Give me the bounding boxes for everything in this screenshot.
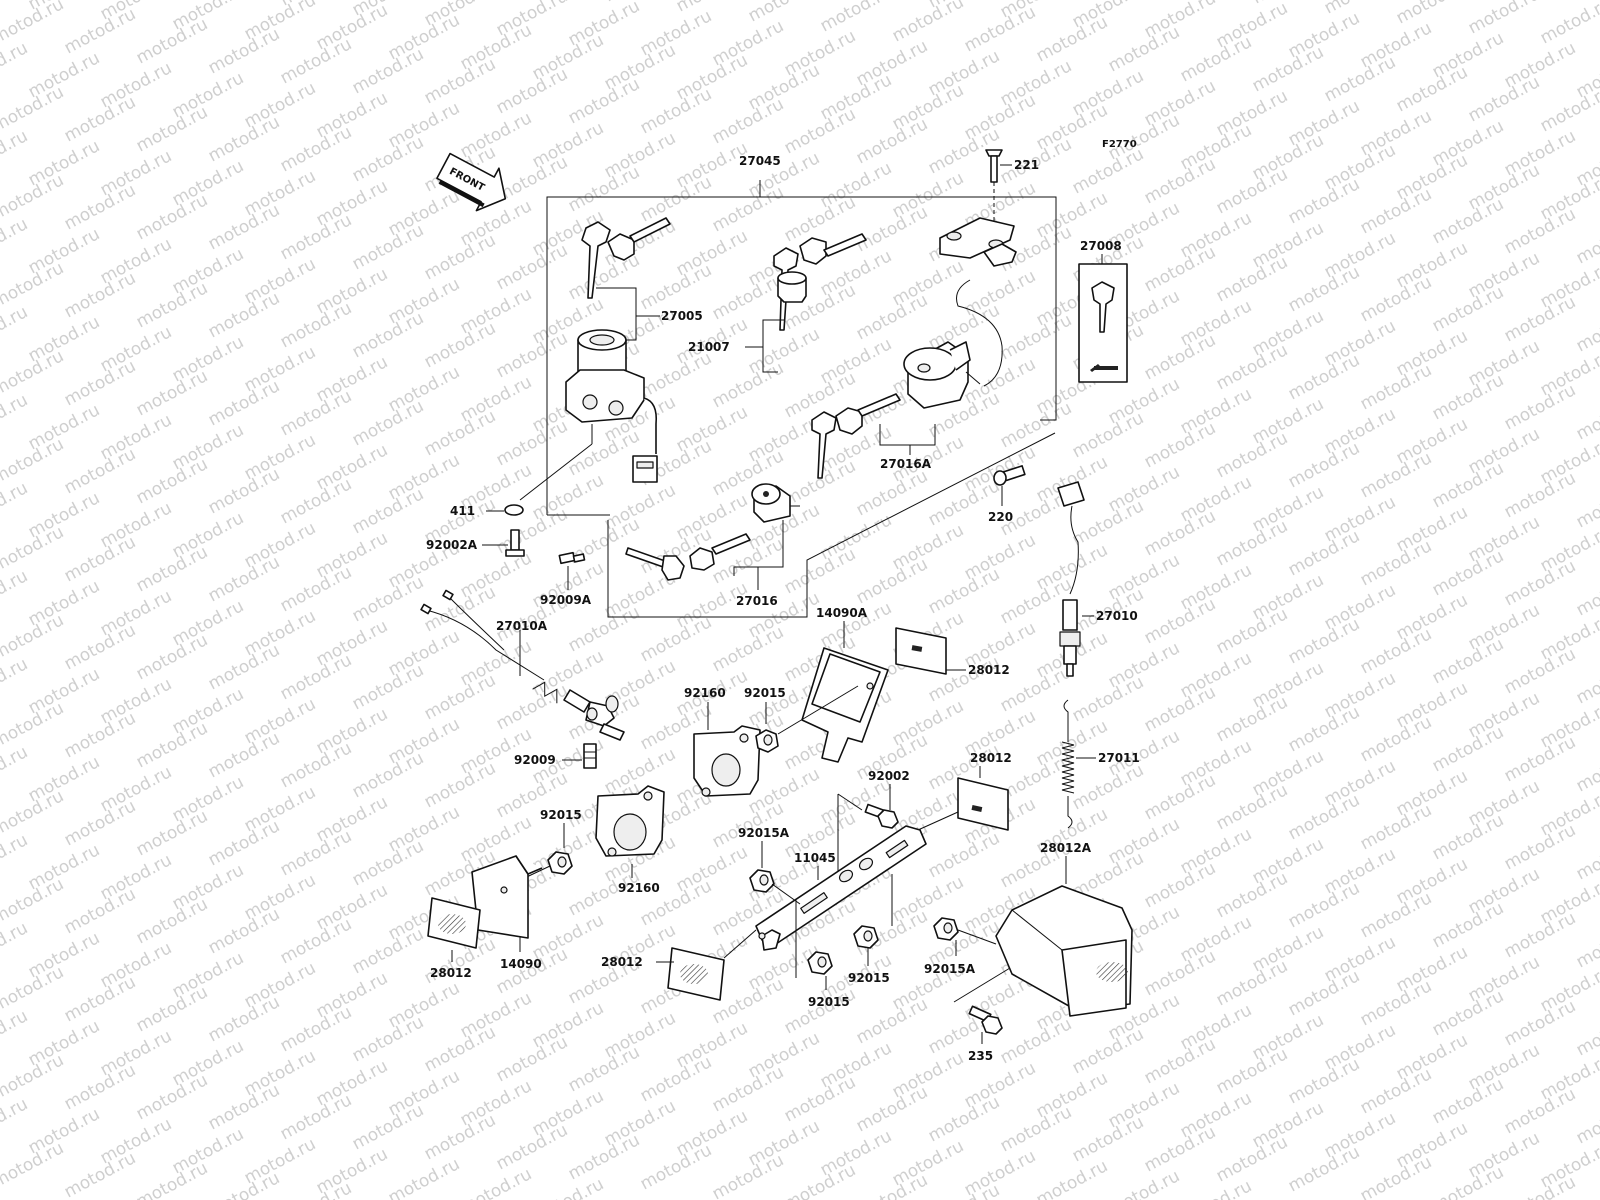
label-11045: 11045 [794,851,836,865]
screw-92009 [583,743,597,769]
label-28012-lower-left: 28012 [430,966,472,980]
label-27010: 27010 [1096,609,1138,623]
figure-code: F2770 [1102,139,1137,150]
bolt-92002A [505,529,525,557]
nut-92015-left [547,851,573,875]
label-92015-bottom-left: 92015 [808,995,850,1009]
label-28012-bottom: 28012 [601,955,643,969]
label-92160-lower: 92160 [618,881,660,895]
watermark-text: motod.ru [601,0,679,6]
watermark-text: motod.ru [1105,1166,1183,1200]
label-28012A: 28012A [1040,841,1092,855]
bracket-11045 [755,825,927,951]
gasket-92160-upper [693,725,761,797]
label-14090A: 14090A [816,606,868,620]
label-221: 221 [1014,158,1039,172]
cover-28012A [995,885,1133,1017]
label-220: 220 [988,510,1013,524]
bolt-92002 [864,803,899,829]
watermark-text: motod.ru [385,1154,463,1200]
helmet-lock [751,483,800,523]
label-235: 235 [968,1049,993,1063]
seat-lock-bracket [939,217,1017,387]
label-27016: 27016 [736,594,778,608]
screw-92009A [558,551,586,565]
label-28012-upper: 28012 [968,663,1010,677]
bolt-220 [993,465,1026,486]
label-92015-upper: 92015 [744,686,786,700]
plate-28012-lower-left [427,897,481,949]
label-92015A-right: 92015A [924,962,976,976]
nut-92015-bottom-right [853,925,879,949]
label-92015-left: 92015 [540,808,582,822]
watermark-text: motod.ru [745,0,823,26]
part-27016A-keys [811,393,901,479]
washer-411 [504,504,524,516]
watermark-text: motod.ru [1465,0,1543,38]
label-27045: 27045 [739,154,781,168]
label-92009: 92009 [514,753,556,767]
spring-27011 [1061,699,1075,829]
watermark-text: motod.ru [1033,1156,1111,1200]
seat-lock-cylinder [903,341,981,409]
nut-92015-upper [755,729,779,753]
label-27010A: 27010A [496,619,548,633]
switch-27010 [1057,481,1085,677]
plate-28012-bottom [667,947,725,1001]
part-27005-keys [581,217,671,299]
ignition-switch [565,329,658,483]
part-27016-keys [625,533,751,581]
nut-92015A [749,869,775,893]
label-27016A: 27016A [880,457,932,471]
watermark-text: motod.ru [1321,0,1399,18]
label-27011: 27011 [1098,751,1140,765]
label-92002: 92002 [868,769,910,783]
watermark-text: motod.ru [889,0,967,46]
set-27045-bracket [546,180,1057,618]
bracket-14090A [801,647,889,763]
label-92009A: 92009A [540,593,592,607]
gasket-92160-lower [595,785,665,857]
front-arrow-icon: FRONT [436,152,507,212]
label-92015A: 92015A [738,826,790,840]
watermark-text: motod.ru [1393,0,1471,28]
nut-92015-bottom-left [807,951,833,975]
label-27005: 27005 [661,309,703,323]
watermark-text: motod.ru [1177,1176,1255,1200]
label-27008: 27008 [1080,239,1122,253]
plate-28012-right [957,777,1009,831]
key-plate-27008 [1078,263,1128,383]
nut-92015A-right [933,917,959,941]
watermark-text: motod.ru [457,1164,535,1200]
watermark-text: motod.ru [817,0,895,36]
watermark-text: motod.ru [529,1174,607,1200]
cap-21007 [777,271,807,303]
label-28012-right: 28012 [970,751,1012,765]
switch-cable-27010A [420,589,625,741]
plate-28012-upper [895,627,947,675]
watermark-text: motod.ru [0,0,67,48]
bracket-14090 [471,855,543,939]
label-92015-bottom-right: 92015 [848,971,890,985]
label-92160-upper: 92160 [684,686,726,700]
label-14090: 14090 [500,957,542,971]
watermark-text: motod.ru [1249,0,1327,8]
label-92002A: 92002A [426,538,478,552]
watermark-text: motod.ru [673,0,751,16]
bolt-235 [968,1005,1003,1035]
label-21007: 21007 [688,340,730,354]
label-411: 411 [450,504,475,518]
